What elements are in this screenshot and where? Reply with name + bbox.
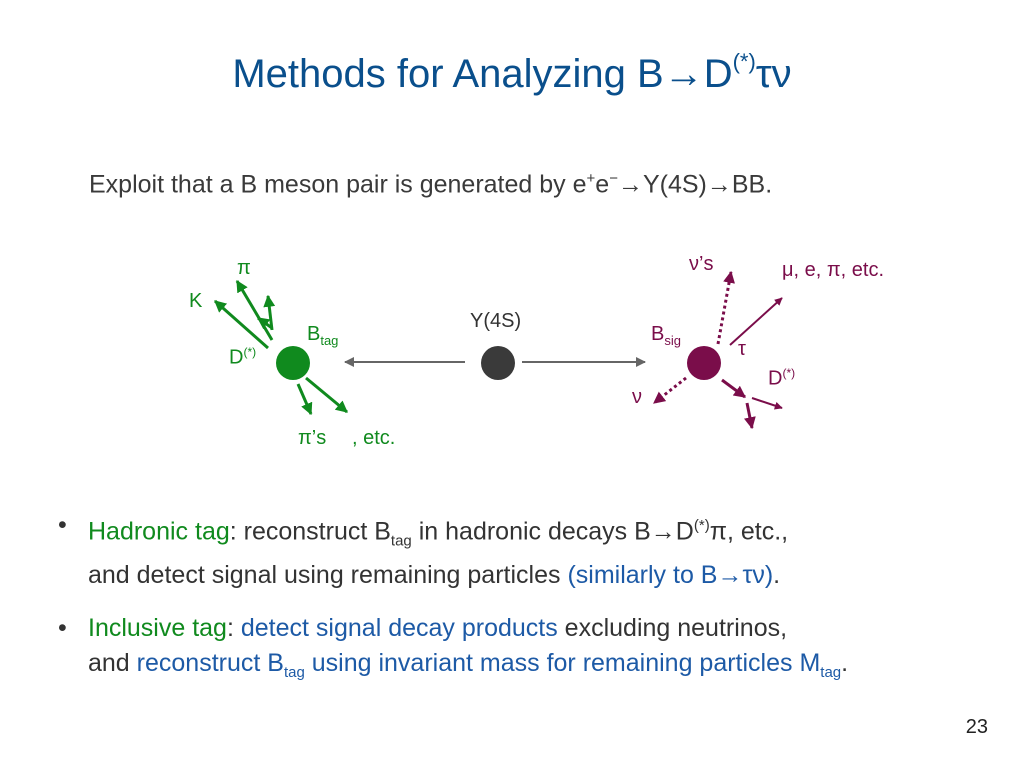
subtitle: Exploit that a B meson pair is generated… xyxy=(89,170,772,199)
bullet-line: Hadronic tag: reconstruct Btag in hadron… xyxy=(88,508,848,558)
sig-products-label: μ, e, π, etc. xyxy=(782,259,885,281)
bullet-text: π, etc., xyxy=(709,517,789,546)
sig-nu-label: ν xyxy=(632,386,642,408)
tag-k-label: K xyxy=(189,290,203,312)
bullet-sub: tag xyxy=(390,532,412,550)
tag-pis-label: π’s xyxy=(298,427,327,449)
tag-arrow-pis2 xyxy=(305,376,348,414)
btag-node xyxy=(276,346,310,380)
page-number: 23 xyxy=(965,716,988,738)
bullet-text: and detect signal using remaining partic… xyxy=(88,561,568,590)
bullet-highlight: (similarly to B→τν) xyxy=(567,561,774,590)
inclusive-tag-term: Inclusive tag xyxy=(88,614,227,643)
bullet-text: . xyxy=(773,561,781,590)
tag-arrow-d1 xyxy=(257,316,273,330)
bullet-text: excluding neutrinos, xyxy=(557,614,788,643)
bsig-node xyxy=(687,346,721,380)
bullet-sup: (*) xyxy=(693,517,710,534)
subtitle-minus: − xyxy=(609,170,618,187)
bullet-highlight: using invariant mass for remaining parti… xyxy=(304,649,821,678)
btag-label: Btag xyxy=(307,323,338,348)
tag-etc-label: , etc. xyxy=(352,427,396,449)
bullet-text: : reconstruct B xyxy=(229,517,391,546)
y4s-label: Y(4S) xyxy=(470,310,522,332)
y4s-node xyxy=(481,346,515,380)
bullet-highlight: detect signal decay products xyxy=(240,614,558,643)
bullet-dot: • xyxy=(58,511,67,539)
sig-d-sup: (*) xyxy=(782,366,796,380)
btag-main: B xyxy=(307,323,321,345)
tag-arrow-pi xyxy=(235,279,274,341)
sig-tau-label: τ xyxy=(738,338,746,360)
sig-d-label: D(*) xyxy=(768,366,795,391)
tag-arrow-pis1 xyxy=(296,383,313,416)
bsig-label: Bsig xyxy=(651,323,681,348)
slide-title: Methods for Analyzing B→D(*)τν xyxy=(0,48,1024,97)
tag-arrow-k xyxy=(214,299,269,350)
bullet-list: • Hadronic tag: reconstruct Btag in hadr… xyxy=(58,508,848,708)
tag-d-sup: (*) xyxy=(243,345,257,359)
title-tail: τν xyxy=(755,52,792,96)
bsig-sub: sig xyxy=(664,333,681,348)
bullet-text: . xyxy=(841,649,849,678)
bullet-line: and reconstruct Btag using invariant mas… xyxy=(88,646,848,690)
sig-arrow-d3 xyxy=(751,397,783,410)
title-superscript: (*) xyxy=(732,48,756,74)
bullet-line: and detect signal using remaining partic… xyxy=(88,558,848,593)
bullet-highlight: reconstruct B xyxy=(136,649,284,678)
subtitle-part-b: e xyxy=(595,170,610,199)
hadronic-tag-term: Hadronic tag xyxy=(88,517,230,546)
bsig-main: B xyxy=(651,323,665,345)
sig-arrow-tau xyxy=(729,297,783,346)
subtitle-part-c: →Y(4S)→BB. xyxy=(617,170,773,199)
sig-arrow-d1 xyxy=(721,378,746,399)
bullet-text: and xyxy=(88,649,137,678)
bullet-text: : xyxy=(226,614,241,643)
bullet-hadronic-tag: • Hadronic tag: reconstruct Btag in hadr… xyxy=(58,508,848,593)
tag-d-label: D(*) xyxy=(229,345,256,370)
btag-sub: tag xyxy=(320,333,339,348)
tag-arrow-d2 xyxy=(263,294,276,331)
bullet-text: in hadronic decays B→D xyxy=(411,517,694,546)
sig-d-main: D xyxy=(768,367,783,390)
bullet-inclusive-tag: • Inclusive tag: detect signal decay pro… xyxy=(58,611,848,690)
tag-d-main: D xyxy=(229,346,244,369)
subtitle-plus: + xyxy=(586,170,596,187)
sig-arrow-nus xyxy=(716,270,735,345)
title-main: Methods for Analyzing B→D xyxy=(232,52,733,96)
sig-arrow-d2 xyxy=(743,402,756,430)
sig-nus-label: ν’s xyxy=(689,253,714,275)
tag-pi-label: π xyxy=(237,257,251,279)
bullet-line: Inclusive tag: detect signal decay produ… xyxy=(88,611,848,646)
bullet-dot: • xyxy=(58,614,67,643)
bullet-sub: tag xyxy=(283,664,305,682)
bullet-sub: tag xyxy=(820,664,842,682)
sig-arrow-nu xyxy=(653,376,687,405)
subtitle-part-a: Exploit that a B meson pair is generated… xyxy=(89,170,587,199)
